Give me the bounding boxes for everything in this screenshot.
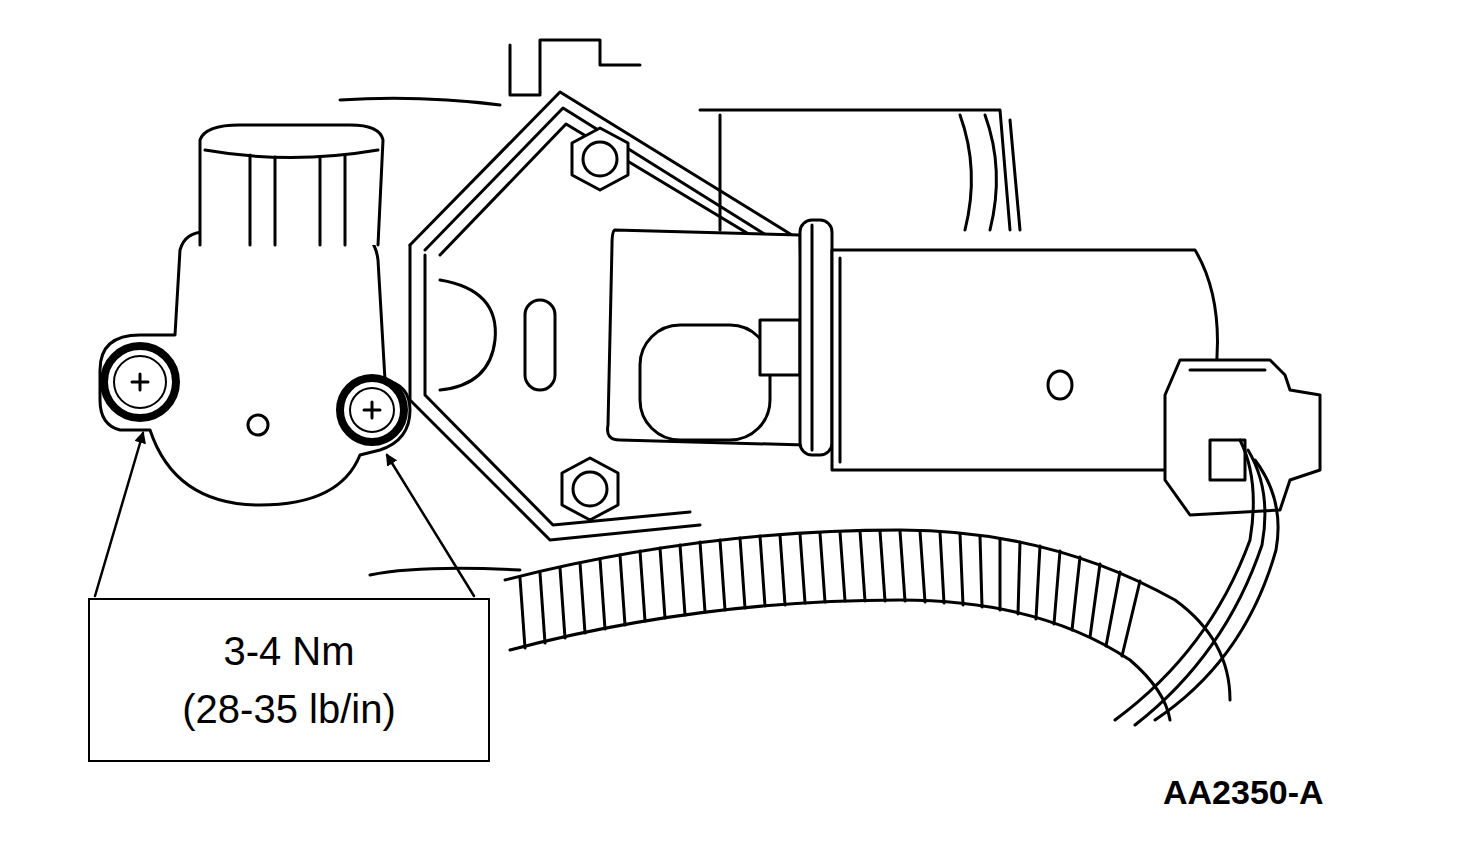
torque-value: 3-4 Nm [223, 622, 354, 680]
figure-code: AA2350-A [1163, 773, 1324, 812]
torque-callout-box: 3-4 Nm(28-35 lb/in) [88, 598, 490, 762]
torque-value: (28-35 lb/in) [182, 680, 395, 738]
